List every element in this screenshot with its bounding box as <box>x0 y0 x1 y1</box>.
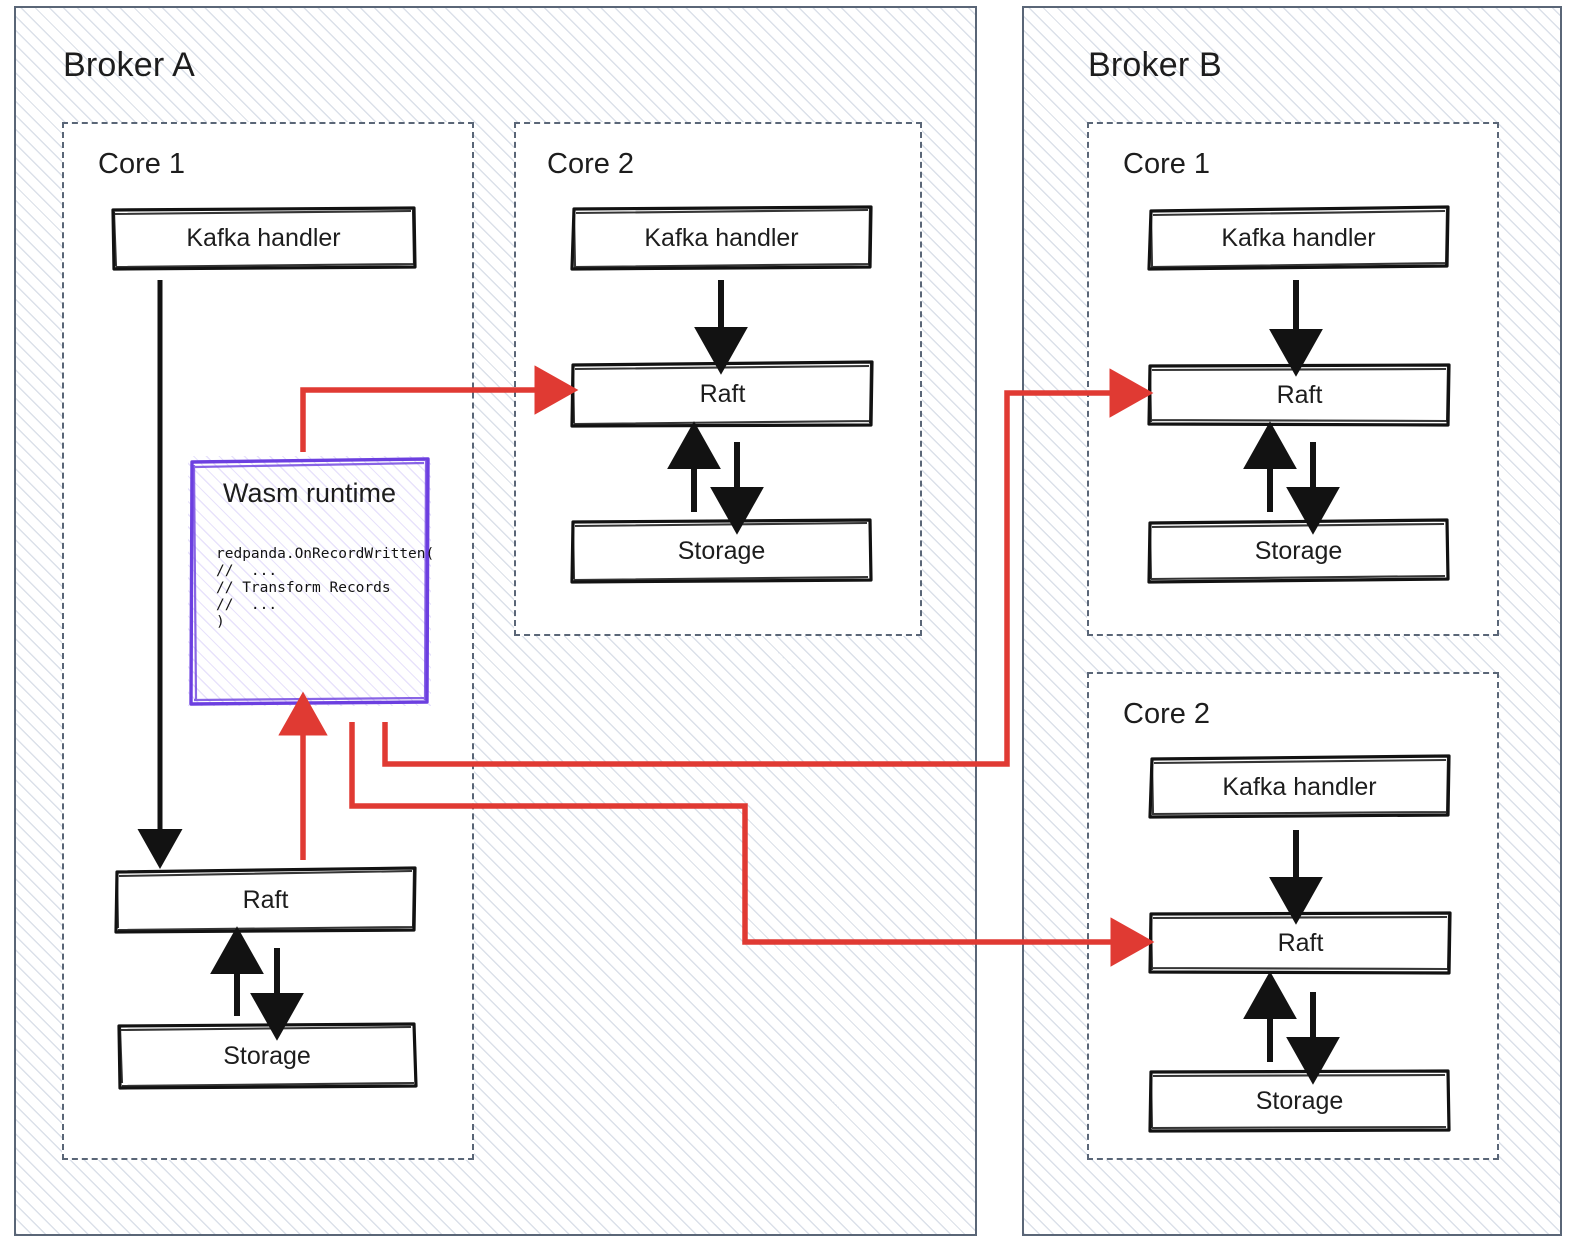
broker-a-label: Broker A <box>63 46 195 84</box>
box-b1-storage: Storage <box>1147 518 1450 584</box>
sketch-rect <box>1148 911 1452 975</box>
sketch-rect <box>1148 1069 1451 1133</box>
box-b2-storage: Storage <box>1148 1068 1451 1134</box>
sketch-rect <box>117 1022 418 1090</box>
sketch-rect <box>570 360 874 428</box>
sketch-rect <box>1147 518 1450 584</box>
box-b1-raft: Raft <box>1147 362 1452 428</box>
core-b2-label: Core 2 <box>1123 698 1211 730</box>
sketch-rect <box>570 518 873 584</box>
box-a2-storage: Storage <box>570 518 873 584</box>
core-a1-label: Core 1 <box>98 148 186 180</box>
wasm-runtime-box: Wasm runtime redpanda.OnRecordWritten( /… <box>188 456 435 706</box>
sketch-rect <box>114 866 417 934</box>
box-a1-kafka-handler: Kafka handler <box>111 206 417 271</box>
sketch-rect <box>1148 754 1451 819</box>
box-b2-kafka-handler: Kafka handler <box>1148 754 1451 820</box>
sketch-rect <box>1147 205 1450 271</box>
core-a2-label: Core 2 <box>547 148 635 180</box>
box-a2-raft: Raft <box>570 360 875 428</box>
box-b2-raft: Raft <box>1148 910 1453 976</box>
sketch-rect <box>111 206 417 271</box>
box-a2-kafka-handler: Kafka handler <box>570 205 873 271</box>
wasm-runtime-title: Wasm runtime <box>222 478 397 508</box>
sketch-rect <box>1147 363 1451 427</box>
box-b1-kafka-handler: Kafka handler <box>1147 205 1450 271</box>
box-a1-storage: Storage <box>117 1022 418 1090</box>
sketch-rect <box>570 205 873 271</box>
box-a1-raft: Raft <box>114 866 417 934</box>
core-b1-label: Core 1 <box>1123 148 1211 180</box>
broker-b-label: Broker B <box>1088 46 1222 84</box>
wasm-code-snippet: redpanda.OnRecordWritten( // ... // Tran… <box>216 546 435 630</box>
